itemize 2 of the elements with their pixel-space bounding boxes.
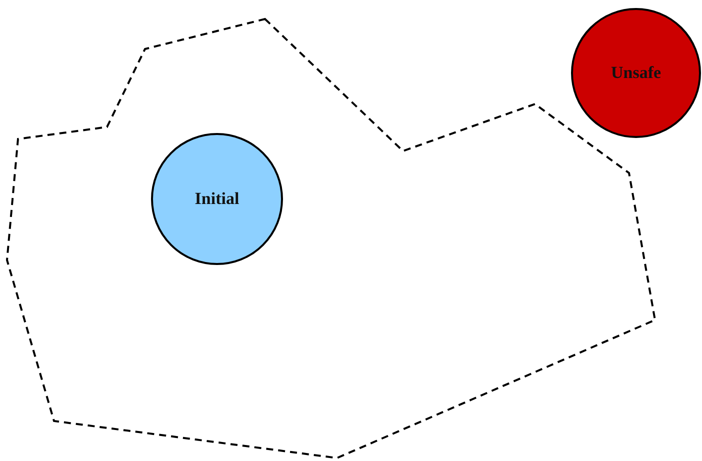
state-label: Unsafe [610,63,662,83]
state-label: Initial [194,189,240,209]
